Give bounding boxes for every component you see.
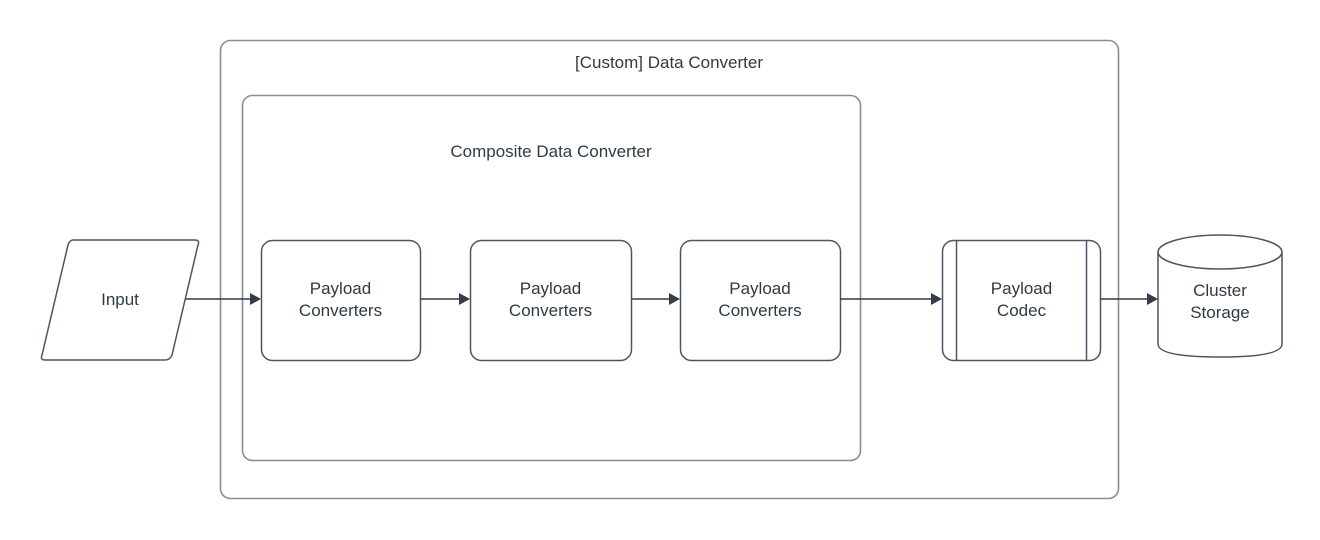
connector-pc2-to-pc3[interactable] xyxy=(631,293,680,305)
node-cluster-storage-shape[interactable] xyxy=(1157,234,1283,358)
cluster-storage-body xyxy=(1157,253,1283,358)
connector-pc3-to-codec[interactable] xyxy=(840,293,942,305)
connectors-layer xyxy=(186,293,1158,305)
node-payload-converters-2-shape[interactable] xyxy=(469,239,633,362)
connector-codec-to-storage[interactable] xyxy=(1100,293,1158,305)
node-input-shape[interactable] xyxy=(40,239,200,361)
container-title-composite-data-converter: Composite Data Converter xyxy=(450,142,652,161)
cluster-storage-top-ellipse xyxy=(1157,234,1283,270)
payload-codec-body xyxy=(941,239,1102,362)
connector-input-to-pc1[interactable] xyxy=(186,293,261,305)
connector-pc1-to-pc2[interactable] xyxy=(420,293,470,305)
node-payload-converters-3-shape[interactable] xyxy=(679,239,842,362)
node-payload-converters-1-shape[interactable] xyxy=(260,239,422,362)
node-payload-codec-shape[interactable] xyxy=(941,239,1102,362)
container-title-custom-data-converter: [Custom] Data Converter xyxy=(574,53,763,72)
